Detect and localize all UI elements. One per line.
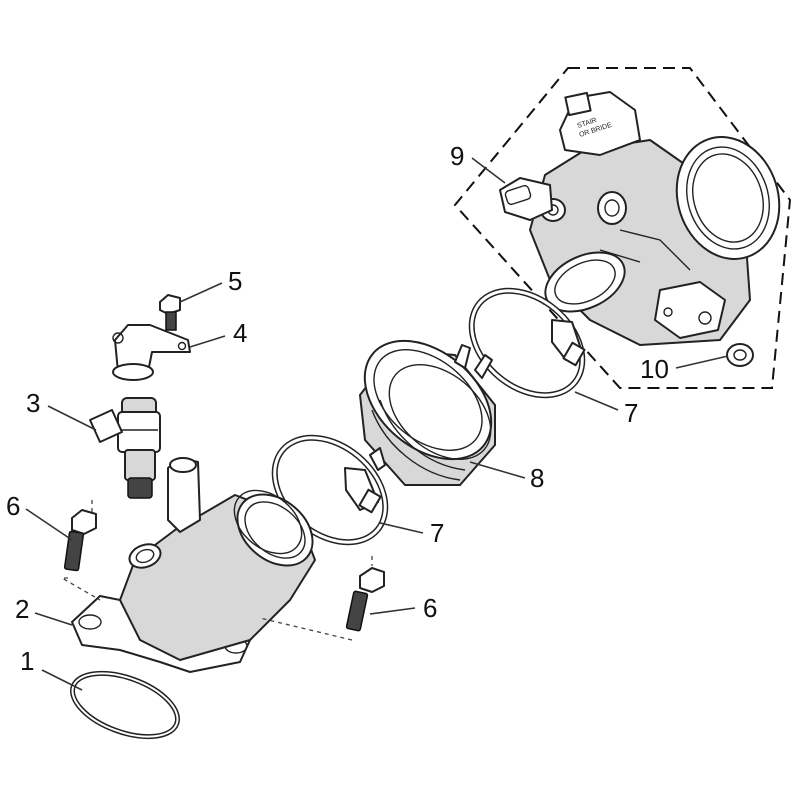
part-1-o-ring[interactable] [64, 661, 186, 749]
part-6-bolt-right[interactable] [345, 567, 385, 632]
part-7-clamp-upper[interactable] [451, 269, 603, 416]
callout-10: 10 [640, 354, 669, 384]
leader-10 [675, 355, 729, 369]
leader-9 [471, 157, 506, 184]
leader-6b [369, 607, 416, 615]
part-6-bolt-left[interactable] [63, 509, 97, 572]
callout-2: 2 [15, 594, 29, 624]
callout-6-right: 6 [423, 593, 437, 623]
part-5-screw[interactable] [159, 294, 181, 331]
callout-6-left: 6 [6, 491, 20, 521]
leader-7b [574, 391, 619, 411]
callout-8: 8 [530, 463, 544, 493]
leader-4 [189, 335, 226, 348]
callout-5: 5 [228, 266, 242, 296]
leader-1 [41, 669, 83, 691]
alignment-line-right-bolt [259, 617, 353, 641]
part-2-intake-manifold[interactable] [71, 457, 326, 673]
throttle-body-assembly-boundary [453, 67, 792, 389]
throttle-body[interactable]: STAIR OR BRIDE [529, 91, 795, 346]
alignment-line-left-bolt [59, 577, 101, 601]
leader-6a [25, 508, 73, 541]
leader-8 [469, 461, 526, 479]
callout-4: 4 [233, 318, 247, 348]
callout-7-upper: 7 [624, 398, 638, 428]
callout-3: 3 [26, 388, 40, 418]
callout-7-lower: 7 [430, 518, 444, 548]
part-9-sensor[interactable] [499, 177, 553, 221]
callout-9: 9 [450, 141, 464, 171]
leader-2 [34, 612, 73, 626]
leader-5 [179, 282, 223, 303]
part-3-fuel-injector[interactable] [89, 397, 161, 499]
part-4-retainer-clip[interactable] [112, 324, 191, 381]
leader-7a [379, 522, 424, 534]
part-8-intake-boot[interactable] [342, 317, 514, 486]
leader-3 [47, 405, 97, 431]
part-10-cap-nut[interactable] [726, 343, 754, 367]
callout-1: 1 [20, 646, 34, 676]
